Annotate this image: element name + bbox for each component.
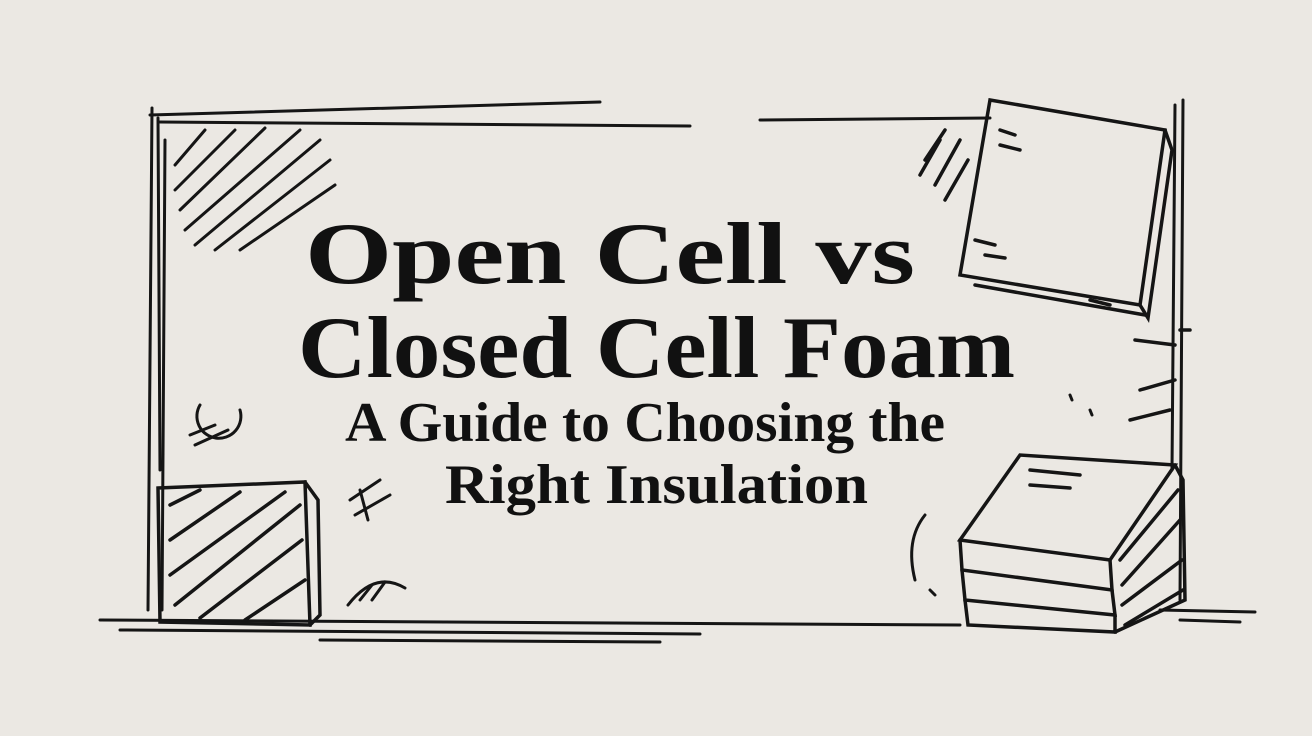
- star-doodle: [348, 478, 392, 522]
- circle-doodle: [195, 403, 243, 440]
- doodles: [188, 393, 1094, 607]
- cube-bottom-left: [156, 480, 322, 627]
- sketch-frame: [98, 98, 1257, 644]
- square-block-top-right: [918, 97, 1192, 422]
- hatching-top-left: [173, 126, 337, 252]
- foam-stack-bottom-right: [956, 453, 1187, 634]
- subtitle-line-2: Right Insulation: [445, 454, 868, 516]
- title-line-2: Closed Cell Foam: [298, 300, 1015, 397]
- subtitle-line-1: A Guide to Choosing the: [345, 392, 945, 454]
- title-line-1: Open Cell vs: [305, 206, 915, 303]
